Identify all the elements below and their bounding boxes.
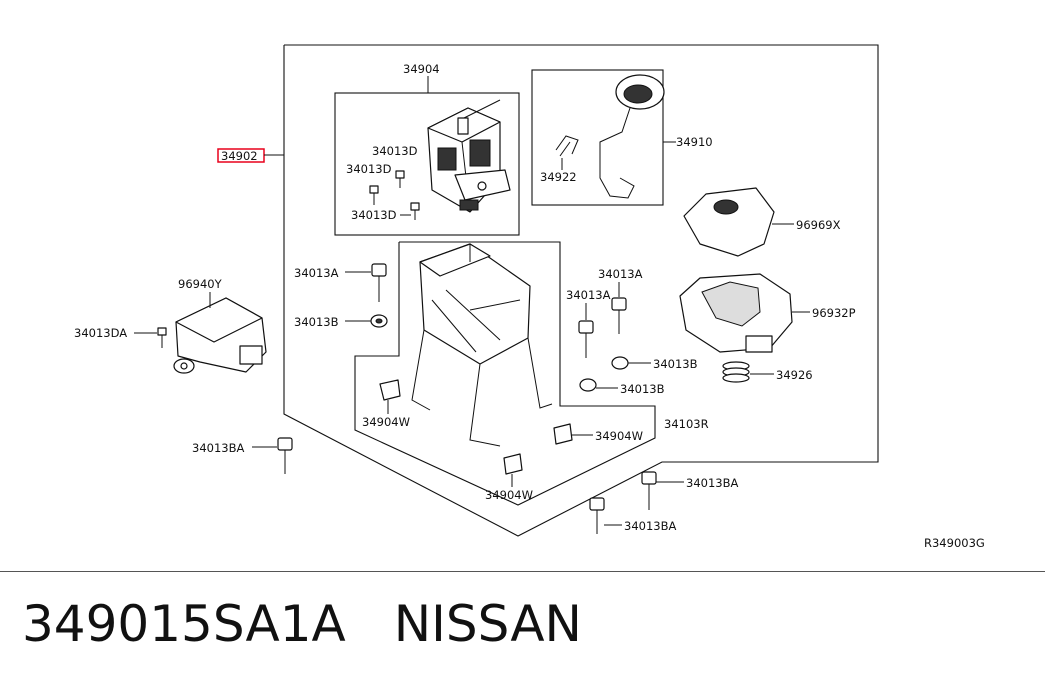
shifter-mechanism-34904: [427, 99, 511, 213]
callout-34013BA-2: 34013BA: [686, 476, 738, 490]
module-96940Y: [173, 297, 267, 374]
callout-34904W-1: 34904W: [362, 415, 410, 429]
part-number: 349015SA1A: [22, 595, 346, 653]
callout-34904W-2: 34904W: [595, 429, 643, 443]
callout-34013A-2: 34013A: [598, 267, 643, 281]
callout-34910: 34910: [676, 135, 713, 149]
clip-34904W-3: [503, 453, 523, 475]
bolt-34013BA-2: [641, 471, 657, 510]
callout-34013A-1: 34013A: [294, 266, 339, 280]
callout-34013D-3: 34013D: [351, 208, 397, 222]
clip-34904W-1: [379, 379, 401, 401]
callout-34926: 34926: [776, 368, 813, 382]
brand-name: NISSAN: [393, 595, 582, 653]
bolt-34013D-3: [410, 202, 420, 220]
callout-34013D-1: 34013D: [372, 144, 418, 158]
bolt-34013BA-3: [589, 497, 605, 534]
bolt-34013DA: [157, 327, 167, 348]
bolt-34013A-3: [578, 320, 594, 358]
bolt-34013D-1: [395, 170, 405, 188]
bolt-34013BA-1: [277, 437, 293, 474]
assembly-outline: [283, 44, 879, 537]
callout-34013B-1: 34013B: [294, 315, 339, 329]
callout-34013A-3: 34013A: [566, 288, 611, 302]
callout-34013DA: 34013DA: [74, 326, 127, 340]
nut-34013B-1: [370, 314, 388, 328]
callout-34013D-2: 34013D: [346, 162, 392, 176]
callout-34013B-2: 34013B: [653, 357, 698, 371]
cover-96969X: [683, 187, 775, 257]
divider: [0, 571, 1045, 572]
bolt-34013A-2: [611, 297, 627, 334]
clip-34904W-2: [553, 423, 573, 445]
clip-34922: [555, 135, 579, 157]
callout-34013BA-3: 34013BA: [624, 519, 676, 533]
bolt-34013D-2: [369, 185, 379, 205]
finisher-96932P: [679, 273, 793, 353]
callout-34904W-3: 34904W: [485, 488, 533, 502]
callout-34904: 34904: [403, 62, 440, 76]
subassembly-box-34904: [334, 92, 520, 236]
callout-96940Y: 96940Y: [178, 277, 223, 291]
callout-34922: 34922: [540, 170, 577, 184]
part-caption: 349015SA1A NISSAN: [22, 595, 582, 653]
callout-34902: 34902: [221, 149, 258, 163]
diagram-code: R349003G: [924, 536, 985, 550]
callout-34013B-3: 34013B: [620, 382, 665, 396]
bracket-box-34103R: [354, 241, 656, 506]
nut-34013B-2: [611, 356, 629, 370]
bolt-34013A-1: [371, 263, 387, 302]
callout-96932P: 96932P: [812, 306, 856, 320]
callout-96969X: 96969X: [796, 218, 841, 232]
knob-cable-34910: [599, 74, 665, 199]
callout-34103R: 34103R: [664, 417, 709, 431]
subassembly-box-34910: [531, 69, 664, 206]
bracket-34103R: [411, 243, 553, 447]
callout-34902-highlight[interactable]: 34902: [217, 148, 265, 163]
nut-34013B-3: [579, 378, 597, 392]
callout-34013BA-1: 34013BA: [192, 441, 244, 455]
spring-34926: [722, 361, 750, 383]
